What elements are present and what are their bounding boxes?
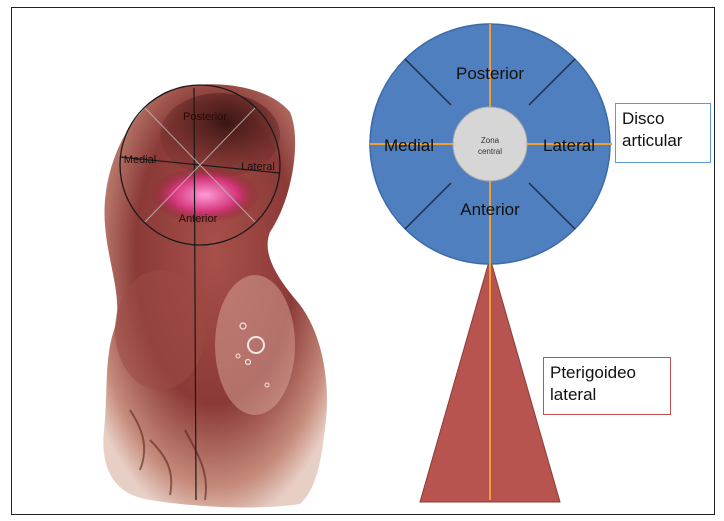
photo-label-lateral: Lateral [241, 161, 275, 173]
specimen-photo: Posterior Medial Lateral Anterior [103, 84, 327, 507]
disc-label-medial: Medial [384, 136, 434, 155]
disc-label-lateral: Lateral [543, 136, 595, 155]
photo-label-medial: Medial [124, 154, 156, 166]
specimen-shadow [115, 270, 205, 390]
callout-ptery-line2: lateral [550, 384, 664, 406]
disc-center-label-line1: Zona [481, 136, 500, 145]
callout-ptery-line1: Pterigoideo [550, 362, 664, 384]
disco-articular-callout: Disco articular [615, 103, 711, 163]
specimen-light [215, 275, 295, 415]
photo-label-anterior: Anterior [179, 213, 218, 225]
callout-disco-line1: Disco [622, 108, 704, 130]
disc-label-anterior: Anterior [460, 200, 520, 219]
disc-center-label-line2: central [478, 147, 502, 156]
articular-disc: Zona central Posterior Anterior Medial L… [370, 24, 612, 500]
photo-label-posterior: Posterior [183, 111, 227, 123]
disc-label-posterior: Posterior [456, 64, 524, 83]
pterigoideo-lateral-callout: Pterigoideo lateral [543, 357, 671, 415]
callout-disco-line2: articular [622, 130, 704, 152]
